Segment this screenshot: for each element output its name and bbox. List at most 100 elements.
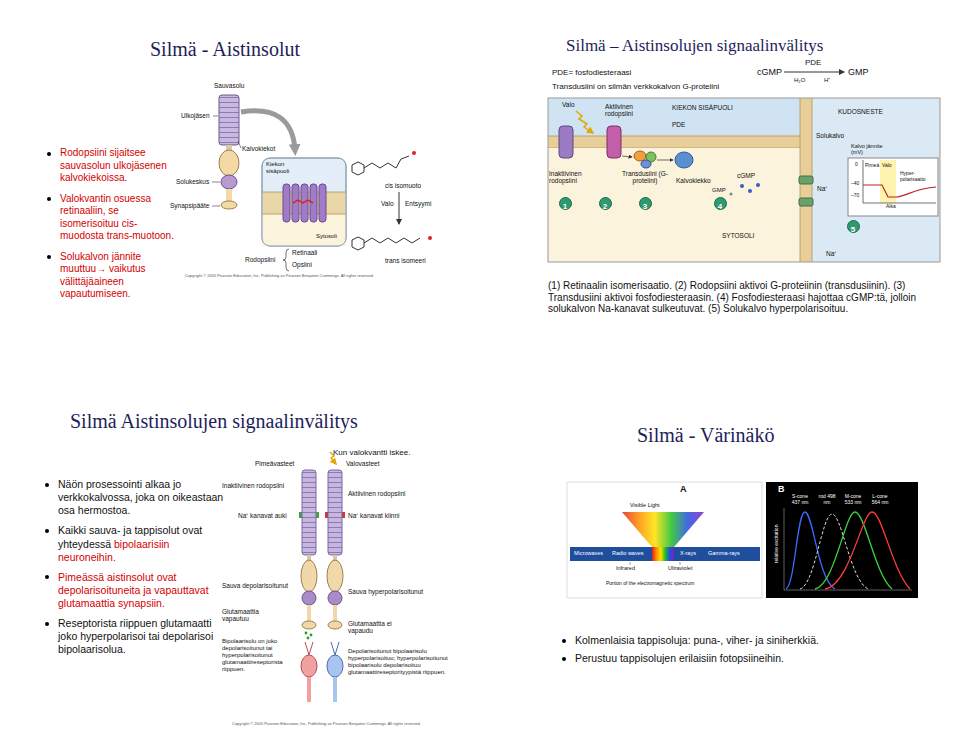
text-label: H⁺ — [824, 77, 830, 84]
bullet-dot — [47, 197, 51, 201]
text-label: Infrared — [616, 565, 635, 571]
bullet-dot — [45, 575, 49, 579]
bullet-text: Perustuu tappisolujen erilaisiin fotopsi… — [575, 652, 784, 664]
bullet-item: Solukalvon jännite muuttuu→ vaikutus väl… — [60, 251, 180, 301]
text-label: Na⁺ — [817, 185, 827, 192]
step-circle: 4 — [714, 197, 727, 210]
step-number: 3 — [643, 202, 647, 211]
bullet-dot — [45, 483, 49, 487]
bullet-dot — [47, 255, 51, 259]
text-label: Pimeä — [865, 163, 879, 169]
bullet-item: Kolmenlaisia tappisoluja: puna-, viher- … — [575, 634, 945, 647]
transduction-scene — [548, 98, 940, 262]
reaction-arrow — [784, 72, 844, 73]
text-label: Gamma-rays — [708, 550, 740, 556]
text-label: Radio waves — [612, 550, 644, 556]
text-label: (1) Retinaalin isomerisaatio. (2) Rodops… — [548, 280, 944, 315]
step-circle: 3 — [639, 197, 652, 210]
bullet-item: Pimeässä aistinsolut ovat depolarisoitun… — [58, 571, 228, 610]
text-label: Ulkojäsen — [181, 112, 210, 119]
bullet-item: Perustuu tappisolujen erilaisiin fotopsi… — [575, 652, 945, 665]
text-label: Transdusiini (G-proteiini) — [620, 170, 670, 185]
text-label: PDE — [805, 58, 821, 67]
text-label: M-cone 533 nm — [841, 494, 865, 506]
text-label: Transdusiini on silmän verkkokalvon G-pr… — [552, 82, 719, 91]
text-label: Opsiini — [292, 261, 312, 268]
text-label: rod 498 nm — [816, 494, 838, 506]
text-label: Ultraviolet — [668, 565, 692, 571]
step-circle: 5 — [847, 220, 860, 233]
text-label: PDE — [672, 121, 685, 128]
rod-bipolar-cells — [299, 452, 345, 702]
bullet-dot — [47, 152, 51, 156]
text-label: Valovasteet — [346, 460, 379, 467]
step-circle: 2 — [599, 197, 612, 210]
text-label: Kalvo jännite (mV) — [851, 143, 891, 156]
bullet-dot — [562, 639, 566, 643]
bullet-dot — [45, 529, 49, 533]
text-label: PDE= fosfodiesteraasi — [552, 68, 631, 77]
text-label: Kalvokiekot — [242, 145, 275, 152]
bullet-text: Näön prosessointi alkaa jo verkkokalvoss… — [58, 478, 223, 516]
text-label: –70 — [851, 193, 859, 199]
text-label: H₂O — [794, 77, 805, 84]
bullet-item: Valokvantin osuessa retinaaliin, se isom… — [60, 193, 180, 243]
spectrum-panel — [567, 482, 762, 598]
text-label: Synapsipääte — [170, 202, 209, 209]
text-label: Glutamaattia ei vapaudu — [348, 620, 410, 635]
cone-sensitivity-panel — [766, 482, 918, 598]
text-label: GMP — [712, 187, 726, 194]
text-label: X-rays — [680, 550, 696, 556]
bullet-item: Kaikki sauva- ja tappisolut ovat yhteyde… — [58, 524, 228, 563]
text-label: Solukeskus — [176, 178, 209, 185]
text-label: Valo — [882, 163, 892, 169]
text-label: L-cone 564 nm — [868, 494, 892, 506]
text-label: A — [680, 484, 687, 494]
text-label: Entsyymi — [405, 200, 431, 207]
slide-title: Silmä – Aistinsolujen signaalinvälitys — [566, 36, 823, 56]
disc-zoom — [262, 158, 346, 271]
text-label: B — [778, 484, 785, 494]
text-label: Inaktiivinen rodopsiini — [549, 170, 595, 185]
text-label: Retinaali — [292, 249, 317, 256]
step-number: 1 — [563, 202, 567, 211]
text-label: cGMP — [757, 67, 782, 77]
step-number: 2 — [603, 202, 607, 211]
text-label: KIEKON SISÄPUOLI — [672, 104, 733, 111]
bullet-text: Kolmenlaisia tappisoluja: puna-, viher- … — [575, 634, 819, 646]
text-label: Glutamaattia vapautuu — [222, 608, 282, 623]
text-label: Valo — [381, 200, 394, 207]
bullet-text: Solukalvon jännite muuttuu→ vaikutus väl… — [60, 251, 146, 300]
text-label: Copyright © 2005 Pearson Education, Inc.… — [232, 722, 421, 727]
text-label: KUDOSNESTE — [838, 108, 883, 115]
bullet-text: Pimeässä aistinsolut ovat depolarisoitun… — [58, 571, 209, 609]
text-label: 0 — [855, 162, 858, 168]
text-label: relative excitation — [774, 509, 780, 579]
retinal-molecules — [352, 151, 432, 250]
text-label: Aktiivinen rodopsiini — [598, 103, 640, 118]
text-label: Kalvokiekko — [676, 177, 711, 184]
text-label: S-cone 437 nm — [789, 494, 811, 506]
text-label: Sauva depolarisoitunut — [222, 582, 288, 589]
step-number: 5 — [851, 225, 855, 234]
text-label: Hyper-polarisaatio — [900, 171, 934, 183]
text-label: Na⁺ kanavat auki — [238, 512, 287, 519]
text-label: Kiekon sisäpuoli — [266, 161, 300, 175]
step-number: 4 — [718, 202, 722, 211]
bullet-text: Reseptorista riippuen glutamaatti joko h… — [58, 617, 213, 655]
text-label: Rodopsiini — [245, 256, 275, 263]
text-label: Microwaves — [574, 550, 603, 556]
text-label: SYTOSOLI — [722, 232, 754, 239]
text-label: cGMP — [737, 172, 755, 179]
bullet-dot — [45, 622, 49, 626]
text-label: Kun valokvantti iskee. — [333, 448, 410, 457]
bullet-item: Reseptorista riippuen glutamaatti joko h… — [58, 617, 228, 656]
bullet-text: Rodopsiini sijaitsee sauvasolun ulkojäse… — [60, 147, 167, 183]
text-label: –40 — [851, 181, 859, 187]
text-label: Sauva hyperpolarisoitunut — [348, 588, 423, 595]
text-label: Copyright © 2005 Pearson Education, Inc.… — [185, 274, 374, 279]
text-label: Solukalvo — [816, 132, 844, 139]
text-label: Aika — [886, 204, 896, 210]
text-label: Bipolaarisolu on joko depolarisoitunut t… — [222, 638, 298, 672]
